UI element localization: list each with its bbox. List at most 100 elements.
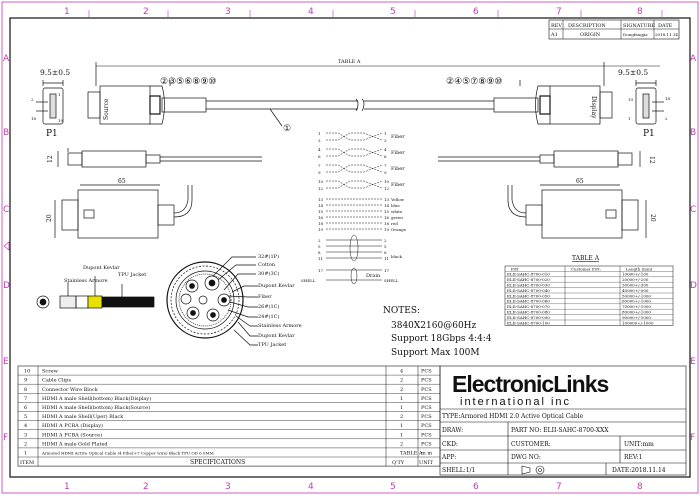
table-a-cell: ELII-SAHC-8700-020 (507, 277, 550, 282)
bom-item-unit: PCS (421, 441, 432, 447)
rev-header-desc: DESCRIPTION (568, 23, 606, 29)
bom-item-unit: PCS (421, 414, 432, 420)
bom-item-spec: HDMI A male Shell(bottom) Black(Source) (42, 404, 150, 411)
wire-copper-left: 15 (318, 209, 324, 214)
wire-copper-right: 18 (384, 221, 390, 226)
side-len-left: 65 (118, 178, 126, 185)
zone-bottom-1: 1 (64, 482, 70, 492)
table-a-cell: 90000+/-1000 (622, 315, 651, 320)
side-w-right: 20 (649, 214, 656, 222)
zone-left-E: E (3, 357, 9, 367)
wire-color-label: white (391, 209, 403, 214)
bom-footer-qty: Q'TY (392, 460, 405, 466)
wire-pin-left: 3 (318, 138, 321, 143)
zone-top-3: 3 (225, 7, 231, 17)
bom-item-spec: HDMI A PCBA (Source) (42, 431, 102, 438)
table-a-header: P/N (511, 266, 519, 271)
table-a-cell: 50000+/-1000 (622, 293, 651, 298)
side-len-right: 65 (576, 178, 584, 185)
revision-table: REV DESCRIPTION SIGNATURE DATE A1 ORIGIN… (548, 19, 680, 40)
bom-item-number: 9 (24, 378, 27, 384)
wire-copper-right: 16 (384, 215, 390, 220)
wire-color-label: green (391, 215, 403, 220)
bom-item-number: 6 (24, 405, 27, 411)
wire-ground-right: 2 (384, 238, 387, 243)
table-a-cell: 60000+/-1000 (622, 299, 651, 304)
date-label: DATE:2018.11.14 (612, 467, 666, 474)
pin-left-1: 1 (58, 92, 61, 97)
wire-pin-17-right: 17 (384, 268, 390, 273)
side-w-left: 20 (46, 214, 53, 222)
bom-footer-item: ITEM (20, 460, 34, 466)
title-block (439, 365, 687, 476)
zone-bottom-2: 2 (143, 482, 149, 492)
wire-shell-left: SHELL (301, 278, 316, 283)
rev-value-sign: Dongfangjia (623, 32, 648, 37)
table-a-cell: ELII-SAHC-8700-070 (507, 304, 550, 309)
zone-bottom-5: 5 (390, 482, 396, 492)
zone-top-8: 8 (637, 7, 643, 17)
side-h-right: 12 (648, 156, 655, 164)
xsec-label-2: 30#(3C) (258, 270, 280, 277)
bom-item-qty: 2 (400, 387, 403, 393)
customer-label: CUSTOMER: (511, 441, 551, 448)
xsec-label-9: TPU Jacket (258, 342, 286, 348)
bom-item-unit: PCS (421, 405, 432, 411)
bom-item-unit: PCS (421, 396, 432, 402)
right-port-label: P1 (643, 129, 655, 139)
source-label: Source (103, 98, 110, 120)
bom-footer-spec: SPECIFICATIONS (190, 459, 245, 466)
rev-header-rev: REV (551, 23, 562, 29)
table-a-cell: 80000+/-1000 (622, 310, 651, 315)
xsec-label-6: 24#(1C) (258, 313, 280, 320)
xsec-label-4: Fiber (258, 294, 272, 300)
jacket-label-armore: Stainless Armore (64, 278, 108, 284)
bom-item-unit: m m (421, 451, 432, 457)
side-h-left: 12 (47, 155, 54, 163)
bom-item-number: 5 (24, 414, 27, 420)
xsec-label-8: Dupont Kevlar (258, 333, 295, 339)
rev-value-desc: ORIGIN (580, 32, 601, 38)
wire-pin-right: 3 (384, 138, 387, 143)
wire-color-label: blue (391, 203, 400, 208)
wire-drain-label: Drain (366, 273, 381, 279)
bom-item-spec: HDMI A male Shell(bottom) Black(Display) (42, 395, 151, 402)
zone-left-B: B (3, 128, 9, 138)
wire-pin-left: 6 (318, 154, 321, 159)
zone-right-F: F (690, 433, 695, 443)
table-a-cell: ELII-SAHC-8700-060 (507, 299, 550, 304)
bom-item-spec: Screw (42, 369, 59, 375)
ckd-label: CKD: (442, 441, 458, 448)
bom-item-number: 4 (24, 423, 27, 429)
wire-copper-right: 19 (384, 227, 390, 232)
table-a-cell: ELII-SAHC-8700-100 (507, 320, 550, 325)
dwg-no-label: DWG NO: (511, 454, 541, 461)
notes: NOTES: 3840X2160@60Hz Support 18Gbps 4:4… (383, 306, 492, 358)
wire-ground-right: 11 (384, 256, 389, 261)
zone-left-C: C (3, 205, 9, 215)
wire-pin-left: 10 (318, 179, 324, 184)
bom-item-qty: TABLE A (400, 451, 423, 457)
table-a-cell: 30000+/-300 (622, 283, 649, 288)
pin-left-19: 19 (58, 118, 64, 123)
wire-pin-left: 4 (318, 147, 321, 152)
bom-item-spec: Connector Wire Block (42, 387, 99, 393)
zone-right-D: D (690, 281, 697, 291)
bom-item-qty: 1 (400, 432, 403, 438)
notes-line-1: 3840X2160@60Hz (391, 321, 477, 331)
pin-left-2: 2 (31, 97, 34, 102)
wire-pin-right: 4 (384, 147, 387, 152)
wire-copper-right: 14 (384, 203, 390, 208)
display-label: Display (590, 96, 597, 119)
wire-copper-right: 13 (384, 197, 390, 202)
bom-item-qty: 1 (400, 405, 403, 411)
table-ref: TABLE A (338, 59, 361, 65)
table-a-header: Length (mm) (626, 266, 653, 271)
notes-line-3: Support Max 100M (391, 348, 480, 358)
bom-item-number: 2 (24, 441, 27, 447)
xsec-label-7: Stainless Armore (258, 323, 302, 329)
